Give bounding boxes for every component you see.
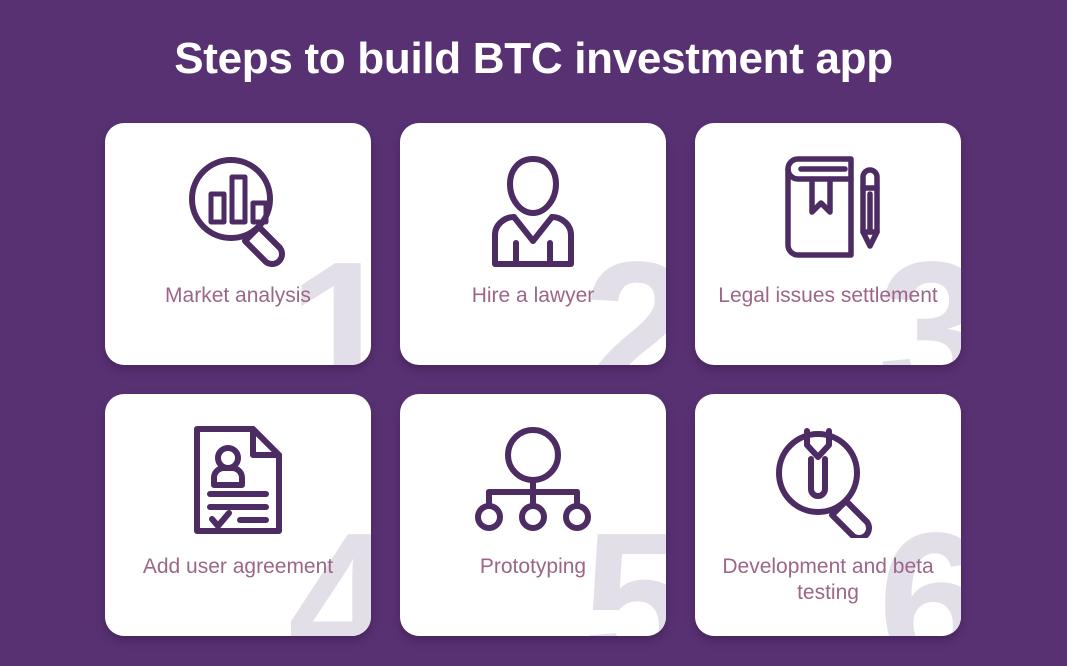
step-label-5: Prototyping xyxy=(400,554,666,636)
person-in-suit-icon xyxy=(400,123,666,295)
step-card-6[interactable]: 6 Development and beta testing xyxy=(695,394,961,636)
hierarchy-tree-icon xyxy=(400,394,666,566)
book-and-pencil-icon xyxy=(695,123,961,295)
step-label-text: Prototyping xyxy=(479,555,587,578)
step-card-4[interactable]: 4 Add user agreement xyxy=(105,394,371,636)
step-label-6: Development and beta testing xyxy=(695,554,961,636)
magnifier-wrench-icon xyxy=(695,394,961,566)
step-label-text: Legal issues settlement xyxy=(718,284,938,307)
step-number-watermark: 2 xyxy=(582,221,666,366)
magnifier-bar-chart-icon xyxy=(105,123,371,295)
document-user-checkmark-icon xyxy=(105,394,371,566)
page-title: Steps to build BTC investment app xyxy=(174,34,893,83)
step-number-watermark: 5 xyxy=(582,492,666,637)
step-card-2[interactable]: 2 Hire a lawyer xyxy=(400,123,666,365)
step-card-3[interactable]: 3 Legal issues settlement xyxy=(695,123,961,365)
step-label-3: Legal issues settlement xyxy=(695,283,961,365)
steps-grid: 1 Market analysis 2 xyxy=(105,123,962,636)
step-label-text: Hire a lawyer xyxy=(471,284,595,307)
step-label-2: Hire a lawyer xyxy=(400,283,666,365)
step-label-4: Add user agreement xyxy=(105,554,371,636)
step-label-1: Market analysis xyxy=(105,283,371,365)
step-number-watermark: 4 xyxy=(287,492,371,637)
step-number-watermark: 1 xyxy=(287,221,371,366)
step-card-1[interactable]: 1 Market analysis xyxy=(105,123,371,365)
step-number-watermark: 3 xyxy=(877,221,961,366)
step-card-5[interactable]: 5 Prototyping xyxy=(400,394,666,636)
step-label-text: Market analysis xyxy=(165,284,311,307)
step-label-text: Development and beta testing xyxy=(722,555,934,604)
step-label-text: Add user agreement xyxy=(142,555,334,578)
step-number-watermark: 6 xyxy=(877,492,961,637)
